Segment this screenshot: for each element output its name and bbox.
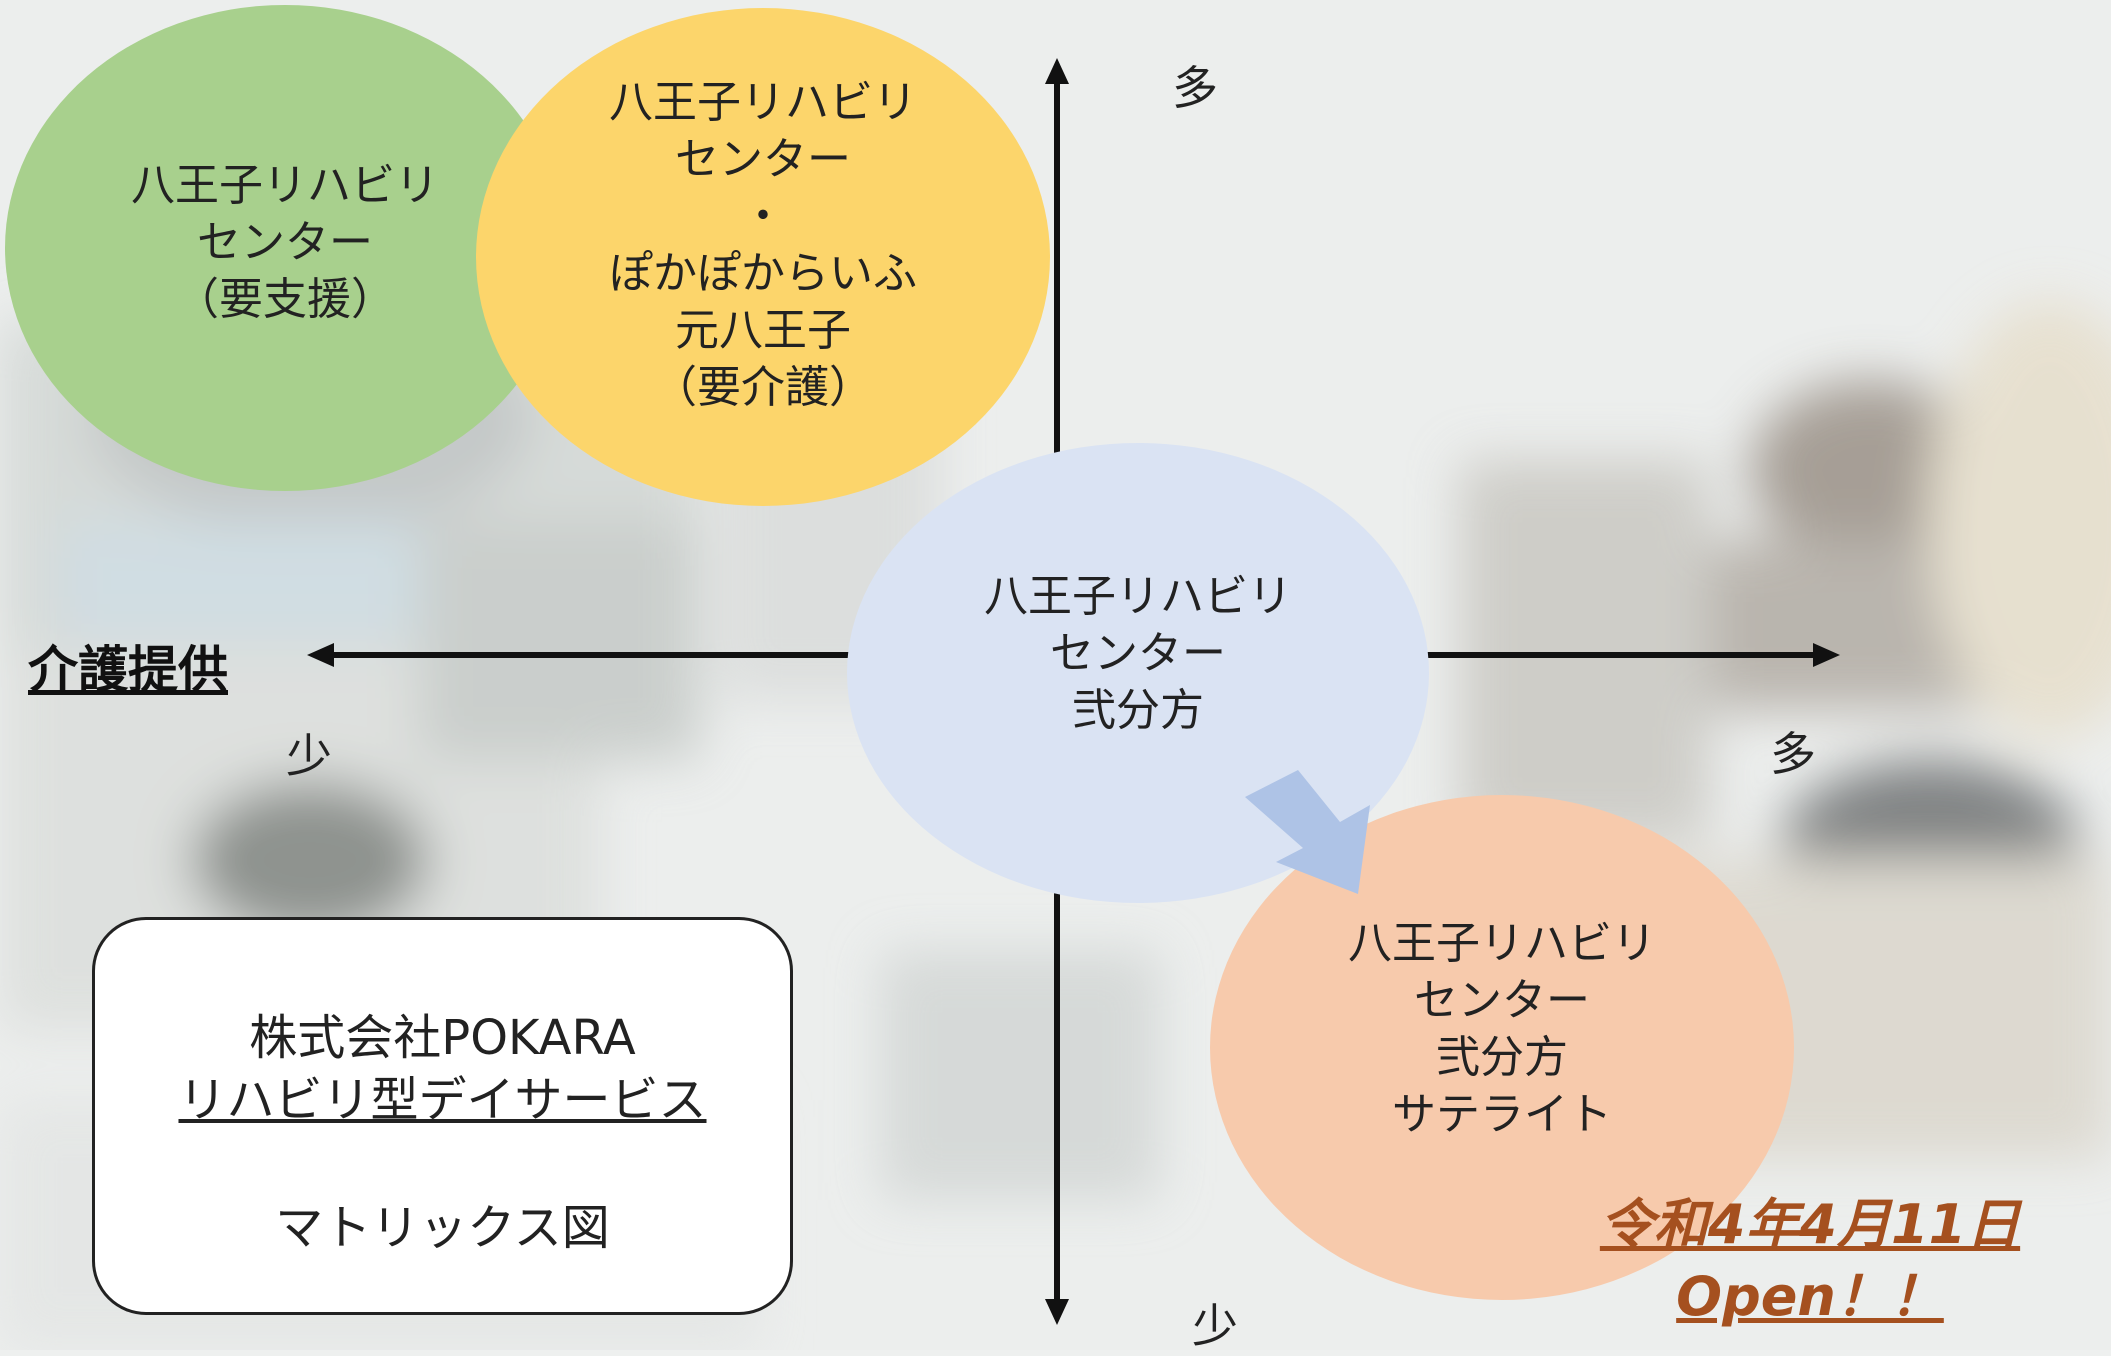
bubble-support-center-label: 八王子リハビリ センター （要支援） bbox=[131, 159, 439, 325]
bubble-support-center: 八王子リハビリ センター （要支援） bbox=[5, 5, 565, 491]
vertical-axis-arrowhead-bottom bbox=[1045, 1299, 1069, 1325]
horizontal-axis-low-label: 少 bbox=[286, 729, 332, 783]
bubble-satellite-center-label: 八王子リハビリ センター 弐分方 サテライト bbox=[1348, 917, 1656, 1140]
horizontal-axis-title: 介護提供 bbox=[28, 641, 228, 699]
info-box: 株式会社POKARA リハビリ型デイサービス マトリックス図 bbox=[92, 917, 793, 1315]
vertical-axis-high-label: 多 bbox=[1172, 61, 1218, 115]
vertical-axis-low-label: 少 bbox=[1192, 1299, 1238, 1353]
horizontal-axis-high-label: 多 bbox=[1770, 727, 1816, 781]
bubble-nibukata-center-label: 八王子リハビリ センター 弐分方 bbox=[984, 570, 1292, 736]
opening-announcement: Open！！ bbox=[1676, 1265, 1944, 1328]
horizontal-axis-arrowhead-left bbox=[307, 643, 334, 667]
diagram-title: マトリックス図 bbox=[275, 1200, 610, 1256]
horizontal-axis-arrowhead-right bbox=[1813, 643, 1840, 667]
bubble-care-center-label: 八王子リハビリ センター ・ ぽかぽからいふ 元八王子 （要介護） bbox=[609, 77, 917, 413]
service-type: リハビリ型デイサービス bbox=[178, 1072, 707, 1128]
company-name: 株式会社POKARA bbox=[249, 1010, 636, 1066]
opening-date: 令和4年4月11日 bbox=[1599, 1193, 2021, 1256]
bubble-nibukata-center: 八王子リハビリ センター 弐分方 bbox=[847, 443, 1429, 903]
bubble-care-center: 八王子リハビリ センター ・ ぽかぽからいふ 元八王子 （要介護） bbox=[476, 8, 1050, 506]
vertical-axis-arrowhead-top bbox=[1045, 58, 1069, 84]
